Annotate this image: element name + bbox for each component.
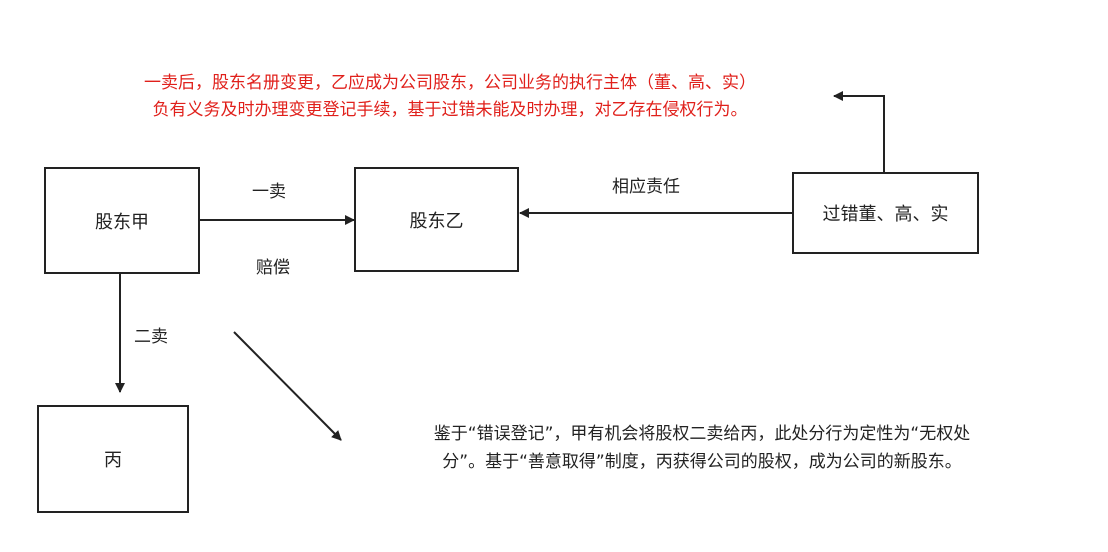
node-shareholder-b: 股东乙 xyxy=(354,167,519,272)
black-annotation: 鉴于“错误登记”，甲有机会将股权二卖给丙，此处分行为定性为“无权处 分”。基于“… xyxy=(352,420,1052,476)
red-annotation-line1: 一卖后，股东名册变更，乙应成为公司股东，公司业务的执行主体（董、高、实） xyxy=(144,73,756,93)
node-third-party-c-label: 丙 xyxy=(104,450,122,471)
black-annotation-line1: 鉴于“错误登记”，甲有机会将股权二卖给丙，此处分行为定性为“无权处 xyxy=(433,424,971,444)
node-third-party-c: 丙 xyxy=(37,405,189,513)
node-shareholder-a: 股东甲 xyxy=(44,167,200,274)
node-shareholder-a-label: 股东甲 xyxy=(95,211,149,233)
node-directors-label: 过错董、高、实 xyxy=(822,204,949,225)
red-annotation-line2: 负有义务及时办理变更登记手续，基于过错未能及时办理，对乙存在侵权行为。 xyxy=(152,100,748,120)
node-shareholder-b-label: 股东乙 xyxy=(409,210,464,232)
node-directors: 过错董、高、实 xyxy=(792,172,979,254)
edge-label-second-sale: 二卖 xyxy=(134,327,168,347)
edge-label-first-sale: 一卖 xyxy=(252,182,286,202)
edge-label-compensation: 赔偿 xyxy=(256,258,290,278)
arrow-to-note xyxy=(233,331,342,441)
arrow-directors-to-note xyxy=(833,91,885,172)
edge-label-liability: 相应责任 xyxy=(612,177,680,197)
red-annotation: 一卖后，股东名册变更，乙应成为公司股东，公司业务的执行主体（董、高、实） 负有义… xyxy=(50,70,850,124)
black-annotation-line2: 分”。基于“善意取得”制度，丙获得公司的股权，成为公司的新股东。 xyxy=(442,452,962,472)
